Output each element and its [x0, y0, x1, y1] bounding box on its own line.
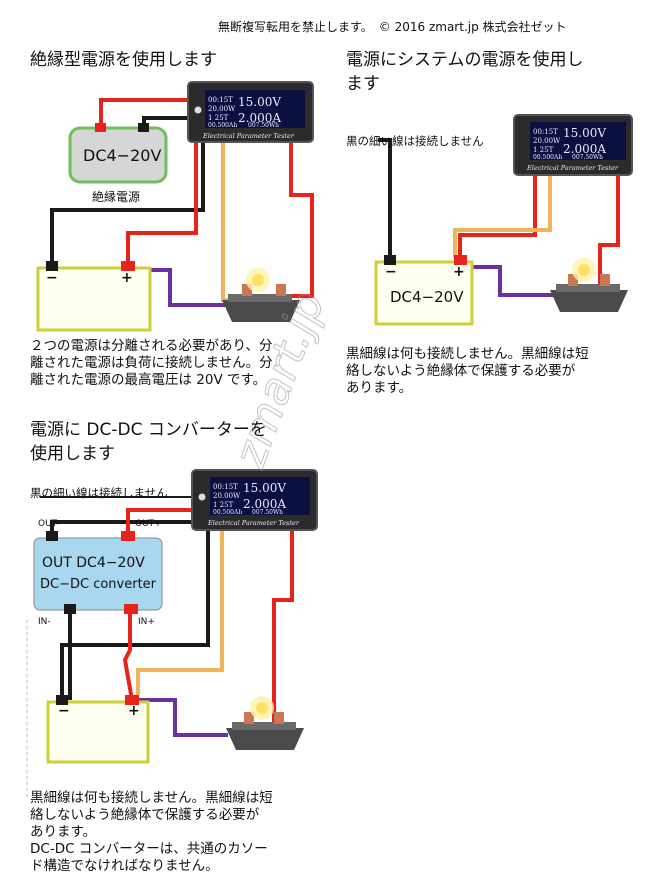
out-plus-label: OUT+	[135, 519, 162, 529]
isolated-supply-caption: 絶縁電源	[92, 190, 141, 204]
section2-note: 黒の細い線は接続しません	[346, 134, 484, 148]
svg-text:00:15T: 00:15T	[533, 128, 558, 136]
meter-3-readout: 00:15T 20.00W 1 25T 15.00V 2.000A 00.500…	[207, 481, 300, 527]
battery-1-minus: −	[46, 270, 58, 286]
section3-description: 黒細線は何も接続しません。黒細線は短 絡しないよう絶縁体で保護する必要が ありま…	[30, 790, 273, 874]
lamp-load-1	[222, 268, 300, 322]
svg-text:00:15T: 00:15T	[208, 96, 233, 104]
converter-line2: DC−DC converter	[40, 577, 157, 592]
svg-text:20.00W: 20.00W	[213, 492, 241, 500]
svg-text:1 25T: 1 25T	[208, 114, 229, 122]
battery-3-minus: −	[58, 703, 70, 719]
battery-2	[374, 255, 474, 326]
battery-3	[46, 695, 150, 764]
in-minus-label: IN-	[38, 617, 51, 627]
section3-wires	[40, 496, 294, 737]
svg-text:15.00V: 15.00V	[563, 126, 606, 140]
svg-text:2.000A: 2.000A	[563, 142, 606, 156]
copyright-header: 無断複写転用を禁止します。 © 2016 zmart.jp 株式会社ゼット	[218, 20, 567, 34]
meter-3	[191, 469, 318, 531]
out-minus-label: OUT-	[38, 519, 60, 529]
svg-text:15.00V: 15.00V	[238, 95, 281, 109]
isolated-supply	[68, 123, 168, 184]
battery-2-plus: +	[453, 264, 465, 280]
battery-1-plus: +	[121, 270, 133, 286]
section2-title: 電源にシステムの電源を使用し ます	[346, 50, 584, 94]
battery-2-label: DC4−20V	[390, 288, 464, 306]
battery-1	[36, 261, 152, 332]
section3-title: 電源に DC-DC コンバーターを 使用します	[30, 420, 267, 464]
section2-wires	[378, 138, 620, 297]
svg-text:00:15T: 00:15T	[213, 483, 238, 491]
svg-text:20.00W: 20.00W	[208, 105, 236, 113]
converter-line1: OUT DC4−20V	[42, 555, 145, 571]
svg-text:00.500Ah: 00.500Ah	[208, 122, 237, 129]
svg-text:2.000A: 2.000A	[243, 497, 286, 511]
meter-1	[187, 81, 314, 143]
svg-text:2.000A: 2.000A	[238, 111, 281, 125]
svg-text:007.50Wh: 007.50Wh	[572, 154, 603, 161]
svg-text:15.00V: 15.00V	[243, 481, 286, 495]
lamp-load-3	[226, 696, 304, 750]
meter-2	[513, 114, 633, 176]
svg-text:Electrical Parameter Tester: Electrical Parameter Tester	[526, 164, 619, 172]
svg-text:1 25T: 1 25T	[533, 146, 554, 154]
svg-text:007.50Wh: 007.50Wh	[248, 122, 279, 129]
lamp-load-2	[550, 258, 628, 312]
section2-description: 黒細線は何も接続しません。黒細線は短 絡しないよう絶縁体で保護する必要が ありま…	[346, 346, 589, 396]
battery-2-minus: −	[385, 264, 397, 280]
svg-text:Electrical Parameter Tester: Electrical Parameter Tester	[202, 132, 295, 140]
meter-2-readout: 00:15T 20.00W 1 25T 15.00V 2.000A 00.500…	[526, 126, 619, 172]
svg-text:1 25T: 1 25T	[213, 501, 234, 509]
svg-text:Electrical Parameter Tester: Electrical Parameter Tester	[207, 519, 300, 527]
meter-1-readout: 00:15T 20.00W 1 25T 15.00V 2.000A 00.500…	[202, 95, 295, 140]
svg-text:00.500Ah: 00.500Ah	[533, 154, 562, 161]
battery-3-plus: +	[128, 703, 140, 719]
isolated-supply-label: DC4−20V	[83, 146, 162, 165]
section1-title: 絶縁型電源を使用します	[30, 50, 217, 70]
converter-box	[33, 531, 163, 614]
svg-text:00.500Ah: 00.500Ah	[213, 509, 242, 516]
section3-note: 黒の細い線は接続しません	[30, 486, 168, 500]
svg-text:007.50Wh: 007.50Wh	[252, 509, 283, 516]
in-plus-label: IN+	[138, 617, 155, 627]
svg-text:20.00W: 20.00W	[533, 137, 561, 145]
section1-description: ２つの電源は分離される必要があり、分 離された電源は負荷に接続しません。分 離さ…	[30, 338, 273, 388]
